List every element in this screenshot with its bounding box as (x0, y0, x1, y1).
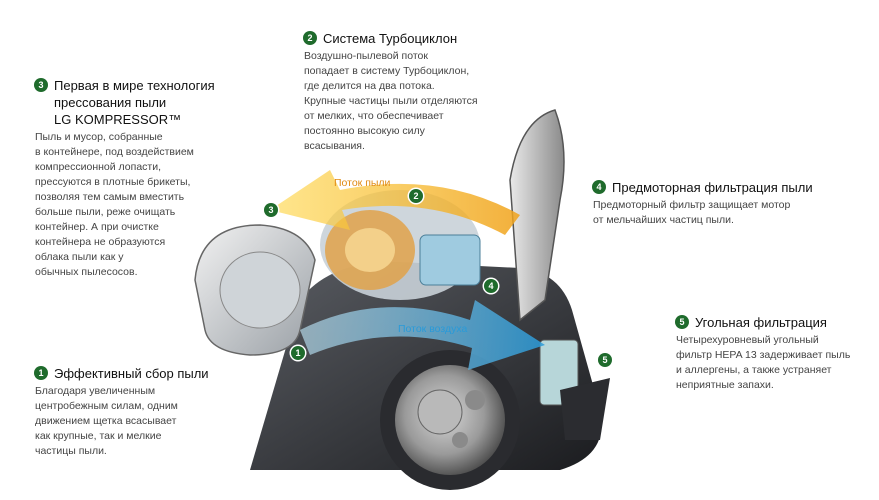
callout-title: Предмоторная фильтрация пыли (612, 180, 813, 195)
callout-text: Благодаря увеличенным центробежным силам… (35, 385, 178, 457)
callout-text: Пыль и мусор, собранные в контейнере, по… (35, 131, 194, 278)
callout-3: 3 Первая в мире технология прессования п… (34, 77, 239, 280)
number-badge: 5 (675, 315, 689, 329)
marker-4: 4 (484, 279, 498, 293)
callout-text: Четырехуровневый угольный фильтр HEPA 13… (676, 334, 851, 391)
callout-title: Эффективный сбор пыли (54, 366, 209, 381)
number-badge: 2 (303, 31, 317, 45)
callout-text: Воздушно-пылевой поток попадает в систем… (304, 50, 478, 152)
marker-2: 2 (409, 189, 423, 203)
number-badge: 3 (34, 78, 48, 92)
callout-4: 4 Предмоторная фильтрация пыли Предмотор… (592, 179, 832, 228)
callout-title: Угольная фильтрация (695, 315, 827, 330)
dust-flow-label: Поток пыли (334, 177, 391, 189)
number-badge: 4 (592, 180, 606, 194)
air-flow-label: Поток воздуха (398, 323, 468, 335)
marker-1: 1 (291, 346, 305, 360)
callout-title: Система Турбоциклон (323, 31, 458, 46)
callout-title: Первая в мире технология прессования пыл… (54, 78, 215, 127)
marker-5: 5 (598, 353, 612, 367)
marker-3: 3 (264, 203, 278, 217)
callout-5: 5 Угольная фильтрация Четырехуровневый у… (675, 314, 875, 393)
number-badge: 1 (34, 366, 48, 380)
callout-2: 2 Система Турбоциклон Воздушно-пылевой п… (303, 30, 513, 154)
callout-1: 1 Эффективный сбор пыли Благодаря увелич… (34, 365, 234, 459)
callout-text: Предмоторный фильтр защищает мотор от ме… (593, 199, 791, 226)
